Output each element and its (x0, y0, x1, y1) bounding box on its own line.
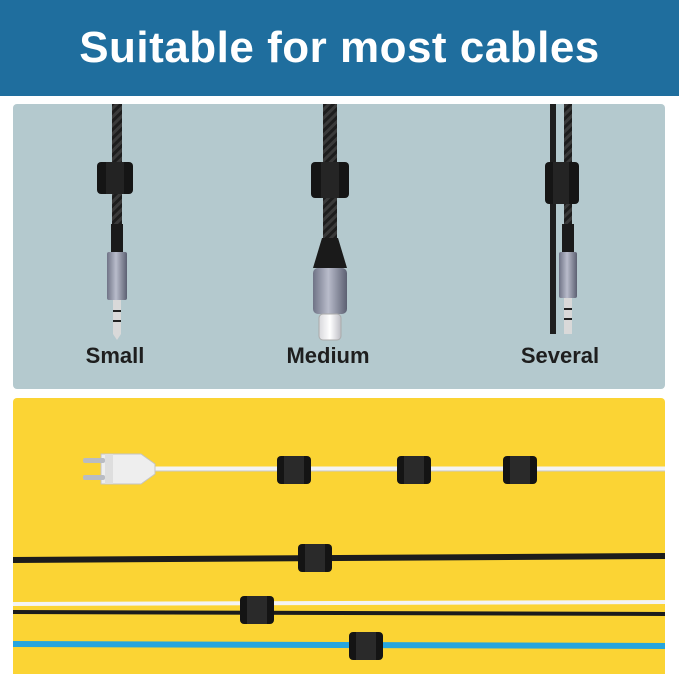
cable-clip (503, 456, 537, 484)
page-title: Suitable for most cables (79, 23, 600, 72)
several-cables (545, 104, 579, 334)
cable-clips-illustration (13, 453, 665, 660)
cable-size-illustration (97, 104, 579, 341)
label-small: Small (85, 343, 145, 368)
cable-clip (397, 456, 431, 484)
banner-header: Suitable for most cables (0, 0, 679, 96)
small-audio-cable (97, 104, 133, 340)
label-medium: Medium (286, 343, 370, 368)
white-plug-cable (83, 453, 665, 485)
blue-cable (13, 641, 665, 649)
cable-clip (240, 596, 274, 624)
cable-clip (298, 544, 332, 572)
black-cable (13, 553, 665, 563)
label-several: Several (520, 343, 600, 368)
white-black-cable-pair (13, 600, 665, 616)
cable-size-panel: Small Medium Several (13, 104, 665, 389)
cable-clips-panel (13, 398, 665, 674)
cable-clip (349, 632, 383, 660)
medium-usb-c-cable (311, 104, 349, 341)
cable-clip (277, 456, 311, 484)
